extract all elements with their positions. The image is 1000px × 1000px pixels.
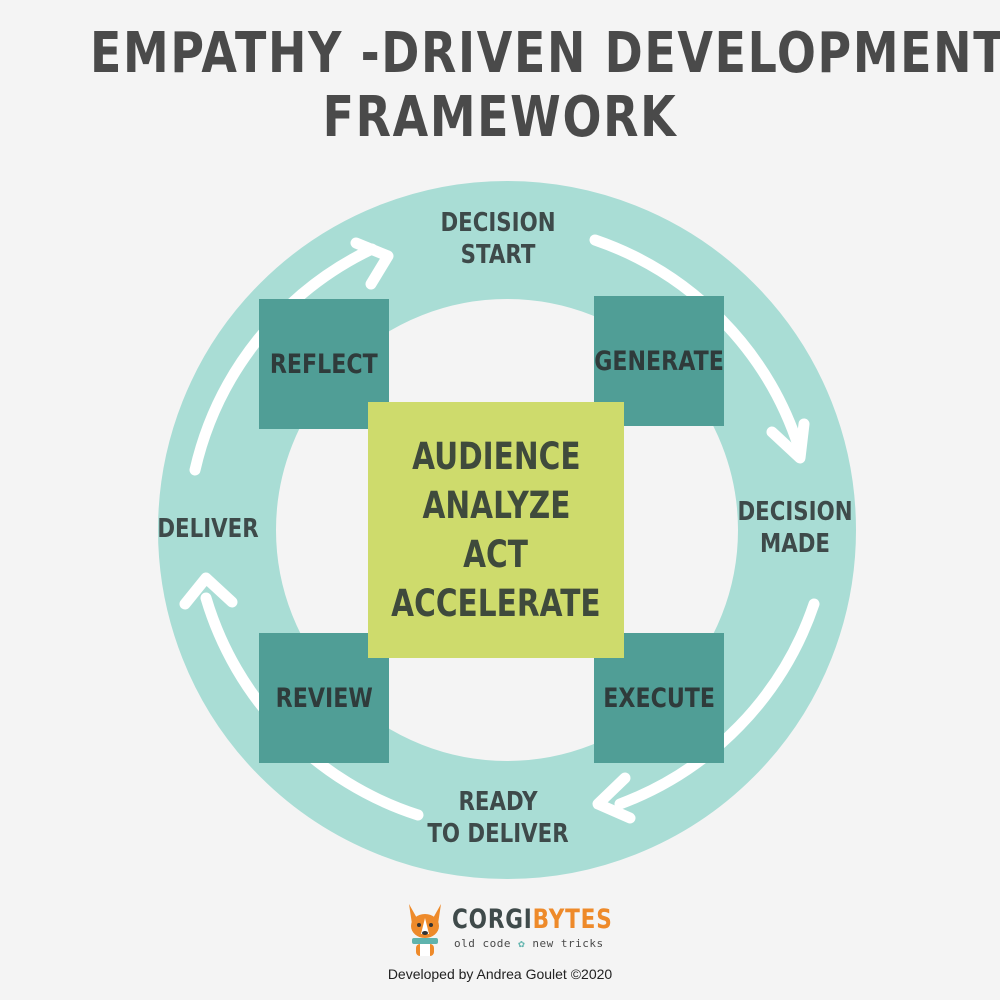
label-deliver: DELIVER — [157, 514, 259, 544]
page-title: EMPATHY -DRIVEN DEVELOPMENT FRAMEWORK — [90, 21, 1000, 150]
arrow-deliver-to-start — [189, 243, 378, 476]
title-line-2: FRAMEWORK — [322, 85, 678, 150]
arrow-start-to-made-head — [766, 418, 810, 464]
corgi-mascot-icon — [409, 904, 441, 956]
brand-tagline: old code ✿ new tricks — [454, 937, 604, 950]
center-line-act: ACT — [463, 533, 529, 576]
center-line-accelerate: ACCELERATE — [391, 582, 601, 625]
box-reflect: REFLECT — [259, 299, 389, 429]
arrow-made-to-ready — [614, 598, 820, 810]
label-decision-start: DECISION START — [440, 208, 556, 270]
box-review: REVIEW — [259, 633, 389, 763]
box-generate: GENERATE — [594, 296, 724, 426]
center-box: AUDIENCE ANALYZE ACT ACCELERATE — [368, 402, 624, 658]
title-line-1: EMPATHY -DRIVEN DEVELOPMENT — [90, 21, 1000, 86]
arrow-deliver-to-start-head — [350, 237, 394, 290]
label-ready-to-deliver: READY TO DELIVER — [427, 787, 569, 849]
cycle-ring — [158, 181, 856, 879]
corgibytes-logo: CORGIBYTES old code ✿ new tricks — [404, 900, 612, 958]
center-line-audience: AUDIENCE — [411, 435, 581, 478]
brand-name: CORGIBYTES — [452, 904, 613, 935]
arrow-ready-to-deliver-head — [179, 572, 238, 610]
arrow-made-to-ready-head — [592, 772, 636, 824]
credit-line: Developed by Andrea Goulet ©2020 — [387, 966, 613, 982]
gear-icon: ✿ — [518, 937, 526, 950]
center-line-analyze: ANALYZE — [422, 484, 570, 527]
label-decision-made: DECISION MADE — [737, 497, 853, 559]
